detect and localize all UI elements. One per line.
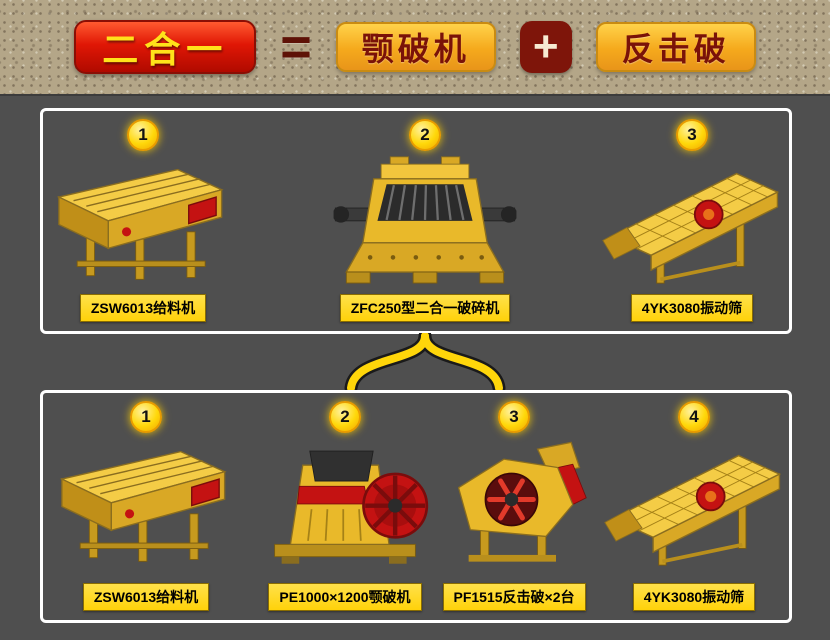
jaw-crusher-illustration xyxy=(256,437,434,569)
step-number-badge: 2 xyxy=(409,119,441,151)
top-line-panel: 1 ZSW6013给料机 2 ZFC250型二合一破碎机 3 4YK3080振动… xyxy=(40,108,792,334)
impact-crusher-box-label: 反击破 xyxy=(621,31,730,67)
result-box: 二合一 xyxy=(74,20,257,74)
result-box-label: 二合一 xyxy=(102,29,229,70)
plus-sign-glyph: + xyxy=(532,22,559,71)
step-number-badge: 3 xyxy=(498,401,530,433)
top-item-vibrating-screen: 3 4YK3080振动筛 xyxy=(593,119,791,322)
machine-label: 4YK3080振动筛 xyxy=(632,583,756,611)
bottom-item-jaw-crusher: 2 PE1000×1200颚破机 xyxy=(255,401,435,611)
step-number: 1 xyxy=(141,407,151,426)
impact-crusher-illustration xyxy=(430,437,598,567)
machine-label: PF1515反击破×2台 xyxy=(442,583,586,611)
machine-label: 4YK3080振动筛 xyxy=(630,294,754,322)
step-number-badge: 2 xyxy=(329,401,361,433)
vibrating-screen-illustration xyxy=(593,155,791,285)
step-number: 2 xyxy=(420,124,430,144)
bottom-item-feeder: 1 ZSW6013给料机 xyxy=(51,401,241,611)
jaw-crusher-box-label: 颚破机 xyxy=(361,31,470,67)
feeder-illustration xyxy=(53,437,239,565)
header-equation-strip: 二合一 = 颚破机 + 反击破 xyxy=(0,0,830,96)
machine-label: ZSW6013给料机 xyxy=(79,294,207,322)
machine-label: PE1000×1200颚破机 xyxy=(268,583,422,611)
split-brace-connector xyxy=(344,333,506,391)
step-number: 3 xyxy=(509,407,519,426)
step-number: 2 xyxy=(340,407,350,426)
step-number: 3 xyxy=(687,125,697,144)
top-item-combo-crusher: 2 ZFC250型二合一破碎机 xyxy=(305,119,545,322)
bottom-item-impact-crusher: 3 PF1515反击破×2台 xyxy=(428,401,600,611)
feeder-illustration xyxy=(50,155,236,283)
step-number-badge: 3 xyxy=(676,119,708,151)
bottom-line-panel: 1 ZSW6013给料机 2 PE1000×1200颚破机 3 PF1515反击… xyxy=(40,390,792,623)
bottom-item-vibrating-screen: 4 4YK3080振动筛 xyxy=(595,401,793,611)
step-number: 4 xyxy=(689,407,699,426)
jaw-crusher-box: 颚破机 xyxy=(335,22,496,72)
machine-label: ZSW6013给料机 xyxy=(82,583,210,611)
combo-crusher-illustration xyxy=(309,155,541,292)
step-number-badge: 4 xyxy=(678,401,710,433)
step-number: 1 xyxy=(138,125,148,144)
plus-sign: + xyxy=(519,21,572,73)
impact-crusher-box: 反击破 xyxy=(595,22,756,72)
step-number-badge: 1 xyxy=(130,401,162,433)
vibrating-screen-illustration xyxy=(595,437,793,567)
machine-label: ZFC250型二合一破碎机 xyxy=(339,294,511,322)
step-number-badge: 1 xyxy=(127,119,159,151)
top-item-feeder: 1 ZSW6013给料机 xyxy=(45,119,241,322)
equals-sign: = xyxy=(280,17,312,77)
